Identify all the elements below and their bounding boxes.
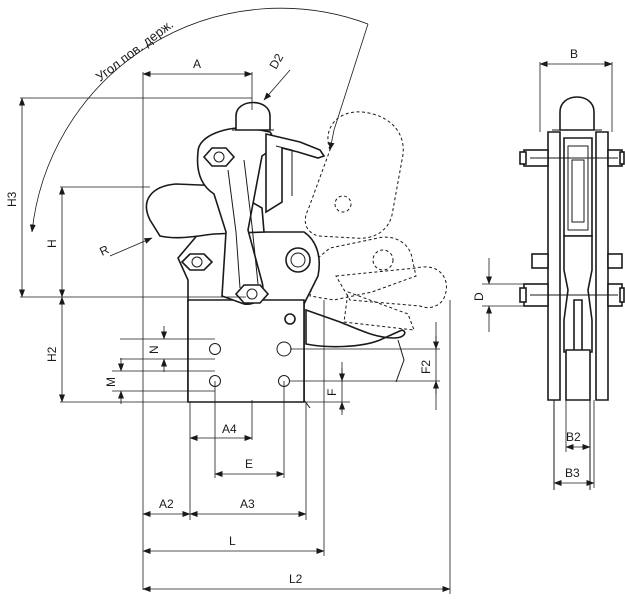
- label-H2: H2: [45, 346, 59, 362]
- clamping-arm: [305, 308, 406, 348]
- label-R: R: [97, 242, 111, 258]
- label-A4: A4: [222, 422, 237, 436]
- label-L: L: [229, 534, 236, 548]
- label-N: N: [147, 345, 161, 354]
- hex-bolt-lower: [234, 284, 270, 304]
- label-B3: B3: [565, 466, 580, 480]
- handle-open-position: [304, 111, 404, 239]
- label-D2: D2: [266, 51, 286, 72]
- label-B2: B2: [566, 430, 581, 444]
- label-A3: A3: [240, 497, 255, 511]
- label-F2: F2: [419, 360, 433, 374]
- label-D: D: [472, 292, 486, 301]
- label-H: H: [45, 239, 59, 248]
- label-B: B: [570, 47, 578, 61]
- hex-bolt-middle: [180, 253, 214, 271]
- spindle-knob: [235, 101, 271, 131]
- label-H3: H3: [5, 191, 19, 207]
- label-L2: L2: [289, 572, 303, 586]
- side-view: [145, 101, 447, 409]
- front-dimensions: [482, 61, 613, 488]
- side-plate-right: [595, 131, 609, 401]
- arm-open-position: [309, 236, 417, 301]
- label-A: A: [193, 57, 201, 71]
- label-M: M: [104, 377, 118, 387]
- label-A2: A2: [159, 497, 174, 511]
- dimension-lines: [19, 7, 451, 594]
- front-view: [519, 96, 625, 490]
- dimension-labels: Угол пов. держ. A D2 B H3 H R H2 N M D F…: [5, 16, 581, 586]
- pivot-pin: [285, 247, 311, 273]
- hex-bolt-upper: [202, 147, 236, 167]
- label-E: E: [245, 457, 253, 471]
- mount-hole: [209, 343, 221, 355]
- side-plate-left: [547, 131, 561, 401]
- label-F: F: [325, 389, 339, 396]
